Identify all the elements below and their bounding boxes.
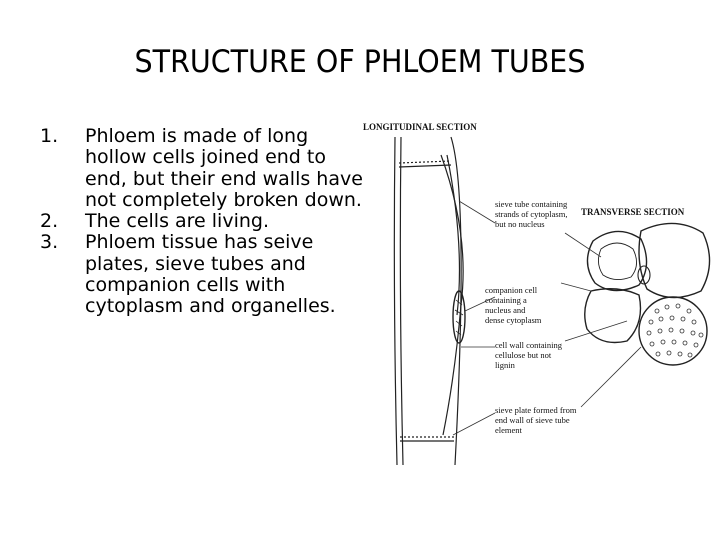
sieve-plate-label-line: end wall of sieve tube — [495, 415, 570, 425]
phloem-diagram: LONGITUDINAL SECTION TRANSVERSE SECTION — [355, 115, 720, 475]
cell-wall-label-line: cell wall containing — [495, 340, 563, 350]
companion-cell-label-line: nucleus and — [485, 305, 526, 315]
leader-companion-cell-transverse — [561, 283, 591, 291]
list-item-number: 1. — [40, 126, 58, 147]
slide-title: STRUCTURE OF PHLOEM TUBES — [29, 44, 691, 80]
leader-sieve-tube — [459, 201, 495, 223]
companion-cell-label-line: containing a — [485, 295, 527, 305]
sieve-tube-label-line: strands of cytoplasm, — [495, 209, 567, 219]
companion-cell-cross-section — [585, 289, 641, 343]
sieve-plate-label: sieve plate formed from end wall of siev… — [495, 405, 579, 435]
sieve-tube-label: sieve tube containing strands of cytopla… — [495, 199, 570, 229]
sieve-tube-label-line: sieve tube containing — [495, 199, 568, 209]
list-item-text: Phloem tissue has seive plates, sieve tu… — [85, 232, 370, 317]
transverse-section-drawing — [585, 223, 710, 365]
leader-lines — [453, 201, 641, 435]
cell-wall-label-line: lignin — [495, 360, 516, 370]
sieve-tube-label-line: but no nucleus — [495, 219, 545, 229]
leader-sieve-plate — [453, 413, 495, 435]
sieve-plate-label-line: sieve plate formed from — [495, 405, 577, 415]
large-cell-top — [639, 223, 710, 297]
list-item: 1. Phloem is made of long hollow cells j… — [40, 126, 370, 211]
sieve-tube-cross-section — [587, 231, 646, 290]
longitudinal-section-drawing — [394, 137, 465, 465]
bullet-list: 1. Phloem is made of long hollow cells j… — [40, 126, 370, 318]
list-item: 3. Phloem tissue has seive plates, sieve… — [40, 232, 370, 317]
cell-wall-label: cell wall containing cellulose but not l… — [495, 340, 564, 370]
leader-sieve-tube-transverse — [565, 233, 601, 257]
sieve-tube-left-wall — [394, 137, 397, 465]
cell-wall-label-line: cellulose but not — [495, 350, 552, 360]
list-item-text: Phloem is made of long hollow cells join… — [85, 126, 370, 211]
sieve-tube-inner-left-wall — [400, 137, 403, 465]
transverse-section-heading: TRANSVERSE SECTION — [581, 207, 685, 217]
list-item-number: 2. — [40, 211, 58, 232]
leader-sieve-plate-transverse — [581, 347, 641, 407]
sieve-tube-inner-strand — [598, 243, 636, 280]
list-item-number: 3. — [40, 232, 58, 253]
list-item-text: The cells are living. — [85, 211, 370, 232]
diagram-labels: sieve tube containing strands of cytopla… — [485, 199, 579, 435]
companion-cell-label: companion cell containing a nucleus and … — [485, 285, 542, 325]
sieve-plate-pores — [647, 304, 703, 357]
longitudinal-section-heading: LONGITUDINAL SECTION — [363, 122, 477, 132]
companion-cell-label-line: companion cell — [485, 285, 538, 295]
companion-cell-label-line: dense cytoplasm — [485, 315, 542, 325]
list-item: 2. The cells are living. — [40, 211, 370, 232]
sieve-plate-label-line: element — [495, 425, 523, 435]
sieve-plate-top-2 — [399, 165, 451, 167]
